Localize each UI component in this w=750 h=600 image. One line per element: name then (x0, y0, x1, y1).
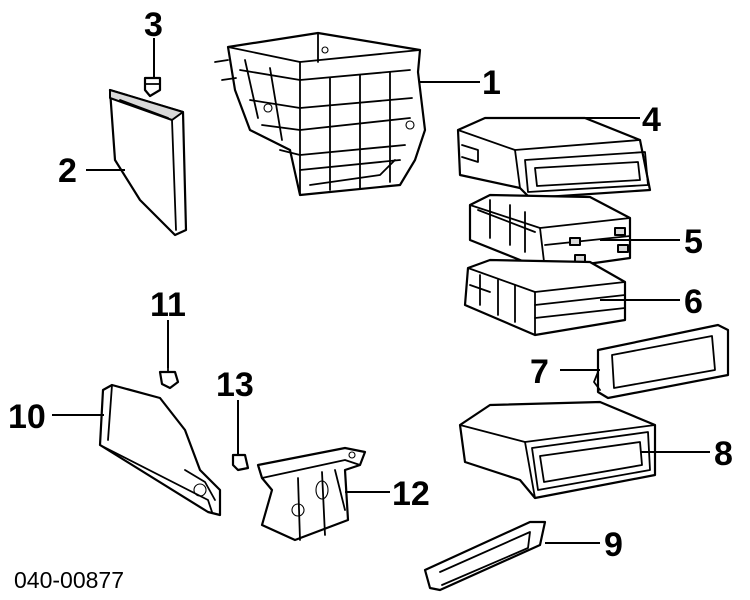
diagram-code: 040-00877 (14, 567, 124, 593)
part-6-unit (463, 258, 627, 337)
callout-10: 10 (8, 398, 46, 436)
part-8-bin (458, 400, 657, 500)
callout-7: 7 (530, 353, 549, 391)
callout-4: 4 (642, 101, 661, 139)
part-9-trim-strip (423, 520, 547, 592)
part-11-clip (158, 367, 180, 390)
callouts: 1 2 3 4 5 6 7 8 9 10 11 12 13 (8, 6, 733, 564)
part-3-clip (143, 76, 162, 98)
part-13-clip (231, 453, 250, 472)
callout-2: 2 (58, 152, 77, 190)
callout-5: 5 (684, 223, 703, 261)
callout-13: 13 (216, 366, 254, 404)
callout-12: 12 (392, 475, 430, 513)
part-1-console-frame (214, 31, 427, 197)
callout-11: 11 (150, 286, 186, 324)
part-12-bracket (256, 446, 367, 542)
callout-8: 8 (714, 435, 733, 473)
part-4-box (456, 116, 652, 200)
part-5-unit (468, 193, 632, 272)
part-2-side-panel (108, 88, 188, 237)
leader-lines (52, 38, 710, 544)
callout-3: 3 (144, 6, 163, 44)
callout-1: 1 (482, 64, 501, 102)
callout-9: 9 (604, 526, 623, 564)
part-7-trim-ring (593, 323, 730, 400)
part-10-side-trim (98, 383, 222, 517)
callout-6: 6 (684, 283, 703, 321)
